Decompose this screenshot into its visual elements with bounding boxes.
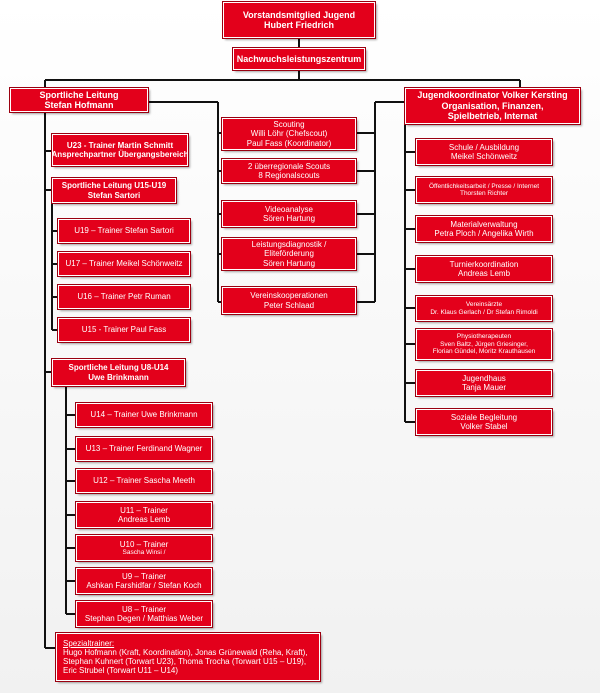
u8-name: Stephan Degen / Matthias Weber [84,614,204,623]
u15-u19-lead-box: Sportliche Leitung U15-U19 Stefan Sartor… [51,177,177,204]
special-trainers-line3: Eric Strubel (Torwart U11 – U14) [63,666,178,676]
physio-names-2: Florian Gündel, Moritz Krauthausen [432,348,536,356]
u9-title: U9 – Trainer [121,571,167,581]
u13-box: U13 – Trainer Ferdinand Wagner [75,436,213,462]
school-box: Schule / Ausbildung Meikel Schönweitz [415,138,553,166]
physio-title: Physiotherapeuten [456,333,512,341]
u10-title: U10 – Trainer [119,539,169,549]
video-analysis-title: Videoanalyse [265,204,313,214]
u17-label: U17 – Trainer Meikel Schönweitz [65,259,183,269]
u15-u19-lead-name: Stefan Sartori [87,190,141,200]
board-title: Vorstandsmitglied Jugend [242,9,356,20]
u16-box: U16 – Trainer Petr Ruman [57,284,191,310]
nlz-box: Nachwuchsleistungszentrum [232,47,366,71]
sport-lead-title: Sportliche Leitung [39,89,119,100]
scouts-supraregional: 2 überregionale Scouts [247,161,331,171]
u11-name: Andreas Lemb [117,515,171,524]
diagnostics-box: Leistungsdiagnostik / Eliteförderung Sör… [221,237,357,271]
social-support-title: Soziale Begleitung [450,412,518,422]
diagnostics-sub: Eliteförderung [264,249,314,259]
club-cooperation-box: Vereinskooperationen Peter Schlaad [221,286,357,315]
u8-u14-lead-title: Sportliche Leitung U8-U14 [68,363,169,373]
youth-coordinator-line3: Spielbetrieb, Internat [447,111,538,122]
school-title: Schule / Ausbildung [448,142,520,152]
u8-u14-lead-box: Sportliche Leitung U8-U14 Uwe Brinkmann [51,358,186,387]
scouting-title: Scouting [273,120,305,130]
tournament-name: Andreas Lemb [457,269,511,278]
u11-title: U11 – Trainer [120,505,168,515]
physio-box: Physiotherapeuten Sven Baltz, Jürgen Gri… [415,328,553,361]
u12-box: U12 – Trainer Sascha Meeth [75,468,213,494]
youth-coordinator-line2: Organisation, Finanzen, [441,100,544,111]
doctors-title: Vereinsärzte [465,301,503,309]
club-cooperation-name: Peter Schlaad [263,300,315,310]
tournament-title: Turnierkoordination [449,259,519,269]
u8-box: U8 – Trainer Stephan Degen / Matthias We… [75,600,213,628]
u15-u19-lead-title: Sportliche Leitung U15-U19 [61,181,167,191]
u8-u14-lead-name: Uwe Brinkmann [88,372,149,382]
youth-coordinator-title: Jugendkoordinator Volker Kersting [417,90,568,101]
u16-label: U16 – Trainer Petr Ruman [77,292,171,302]
nlz-label: Nachwuchsleistungszentrum [236,53,362,64]
scouts-regional: 8 Regionalscouts [258,171,320,180]
u23-role: Ansprechpartner Übergangsbereich [52,150,188,159]
u10-box: U10 – Trainer Sascha Winsi / [75,534,213,562]
u8-title: U8 – Trainer [121,604,167,614]
video-analysis-name: Sören Hartung [262,214,316,223]
tournament-box: Turnierkoordination Andreas Lemb [415,255,553,283]
u19-label: U19 – Trainer Stefan Sartori [74,226,174,236]
scouting-coordinator: Paul Fass (Koordinator) [246,138,332,148]
material-box: Materialverwaltung Petra Ploch / Angelik… [415,215,553,243]
diagnostics-name: Sören Hartung [262,258,316,268]
u9-name: Ashkan Farshidfar / Stefan Koch [86,581,202,590]
u19-box: U19 – Trainer Stefan Sartori [57,218,191,244]
pr-box: Öffentlichkeitsarbeit / Presse / Interne… [415,176,553,204]
doctors-box: Vereinsärzte Dr. Klaus Gerlach / Dr Stef… [415,295,553,322]
pr-name: Thorsten Richter [459,190,509,197]
video-analysis-box: Videoanalyse Sören Hartung [221,200,357,228]
u9-box: U9 – Trainer Ashkan Farshidfar / Stefan … [75,567,213,595]
board-box: Vorstandsmitglied Jugend Hubert Friedric… [222,1,376,39]
u12-label: U12 – Trainer Sascha Meeth [93,476,195,486]
social-support-name: Volker Stabel [460,422,508,431]
sport-lead-name: Stefan Hofmann [44,100,114,110]
sport-lead-box: Sportliche Leitung Stefan Hofmann [9,87,149,113]
board-name: Hubert Friedrich [263,20,334,30]
special-trainers-title: Spezialtrainer: [63,638,115,648]
youth-house-box: Jugendhaus Tanja Mauer [415,369,553,397]
u13-label: U13 – Trainer Ferdinand Wagner [85,444,203,454]
scouting-chief: Willi Löhr (Chefscout) [250,129,328,139]
youth-coordinator-box: Jugendkoordinator Volker Kersting Organi… [404,87,581,125]
special-trainers-box: Spezialtrainer: Hugo Hofmann (Kraft, Koo… [55,632,321,682]
scouts-box: 2 überregionale Scouts 8 Regionalscouts [221,158,357,184]
scouting-box: Scouting Willi Löhr (Chefscout) Paul Fas… [221,117,357,151]
social-support-box: Soziale Begleitung Volker Stabel [415,408,553,436]
u23-box: U23 - Trainer Martin Schmitt Ansprechpar… [51,133,189,167]
material-names: Petra Ploch / Angelika Wirth [434,229,534,238]
pr-title: Öffentlichkeitsarbeit / Presse / Interne… [428,182,540,190]
school-name: Meikel Schönweitz [450,152,518,161]
physio-names-1: Sven Baltz, Jürgen Griesinger, [440,340,528,348]
special-trainers-line2: Stephan Kuhnert (Torwart U23), Thoma Tro… [63,657,307,666]
u14-box: U14 – Trainer Uwe Brinkmann [75,402,213,428]
diagnostics-title: Leistungsdiagnostik / [251,240,327,250]
special-trainers-line1: Hugo Hofmann (Kraft, Koordination), Jona… [63,647,308,657]
youth-house-name: Tanja Mauer [461,383,507,392]
u15-label: U15 - Trainer Paul Fass [81,325,167,335]
u15-box: U15 - Trainer Paul Fass [57,317,191,343]
club-cooperation-title: Vereinskooperationen [250,291,328,301]
u23-trainer: U23 - Trainer Martin Schmitt [66,140,174,150]
u10-name: Sascha Winsi / [122,548,166,556]
material-title: Materialverwaltung [450,219,518,229]
doctors-names: Dr. Klaus Gerlach / Dr Stefan Rimoldi [430,308,538,316]
u14-label: U14 – Trainer Uwe Brinkmann [90,410,198,420]
youth-house-title: Jugendhaus [462,373,506,383]
u17-box: U17 – Trainer Meikel Schönweitz [57,251,191,277]
u11-box: U11 – Trainer Andreas Lemb [75,501,213,529]
